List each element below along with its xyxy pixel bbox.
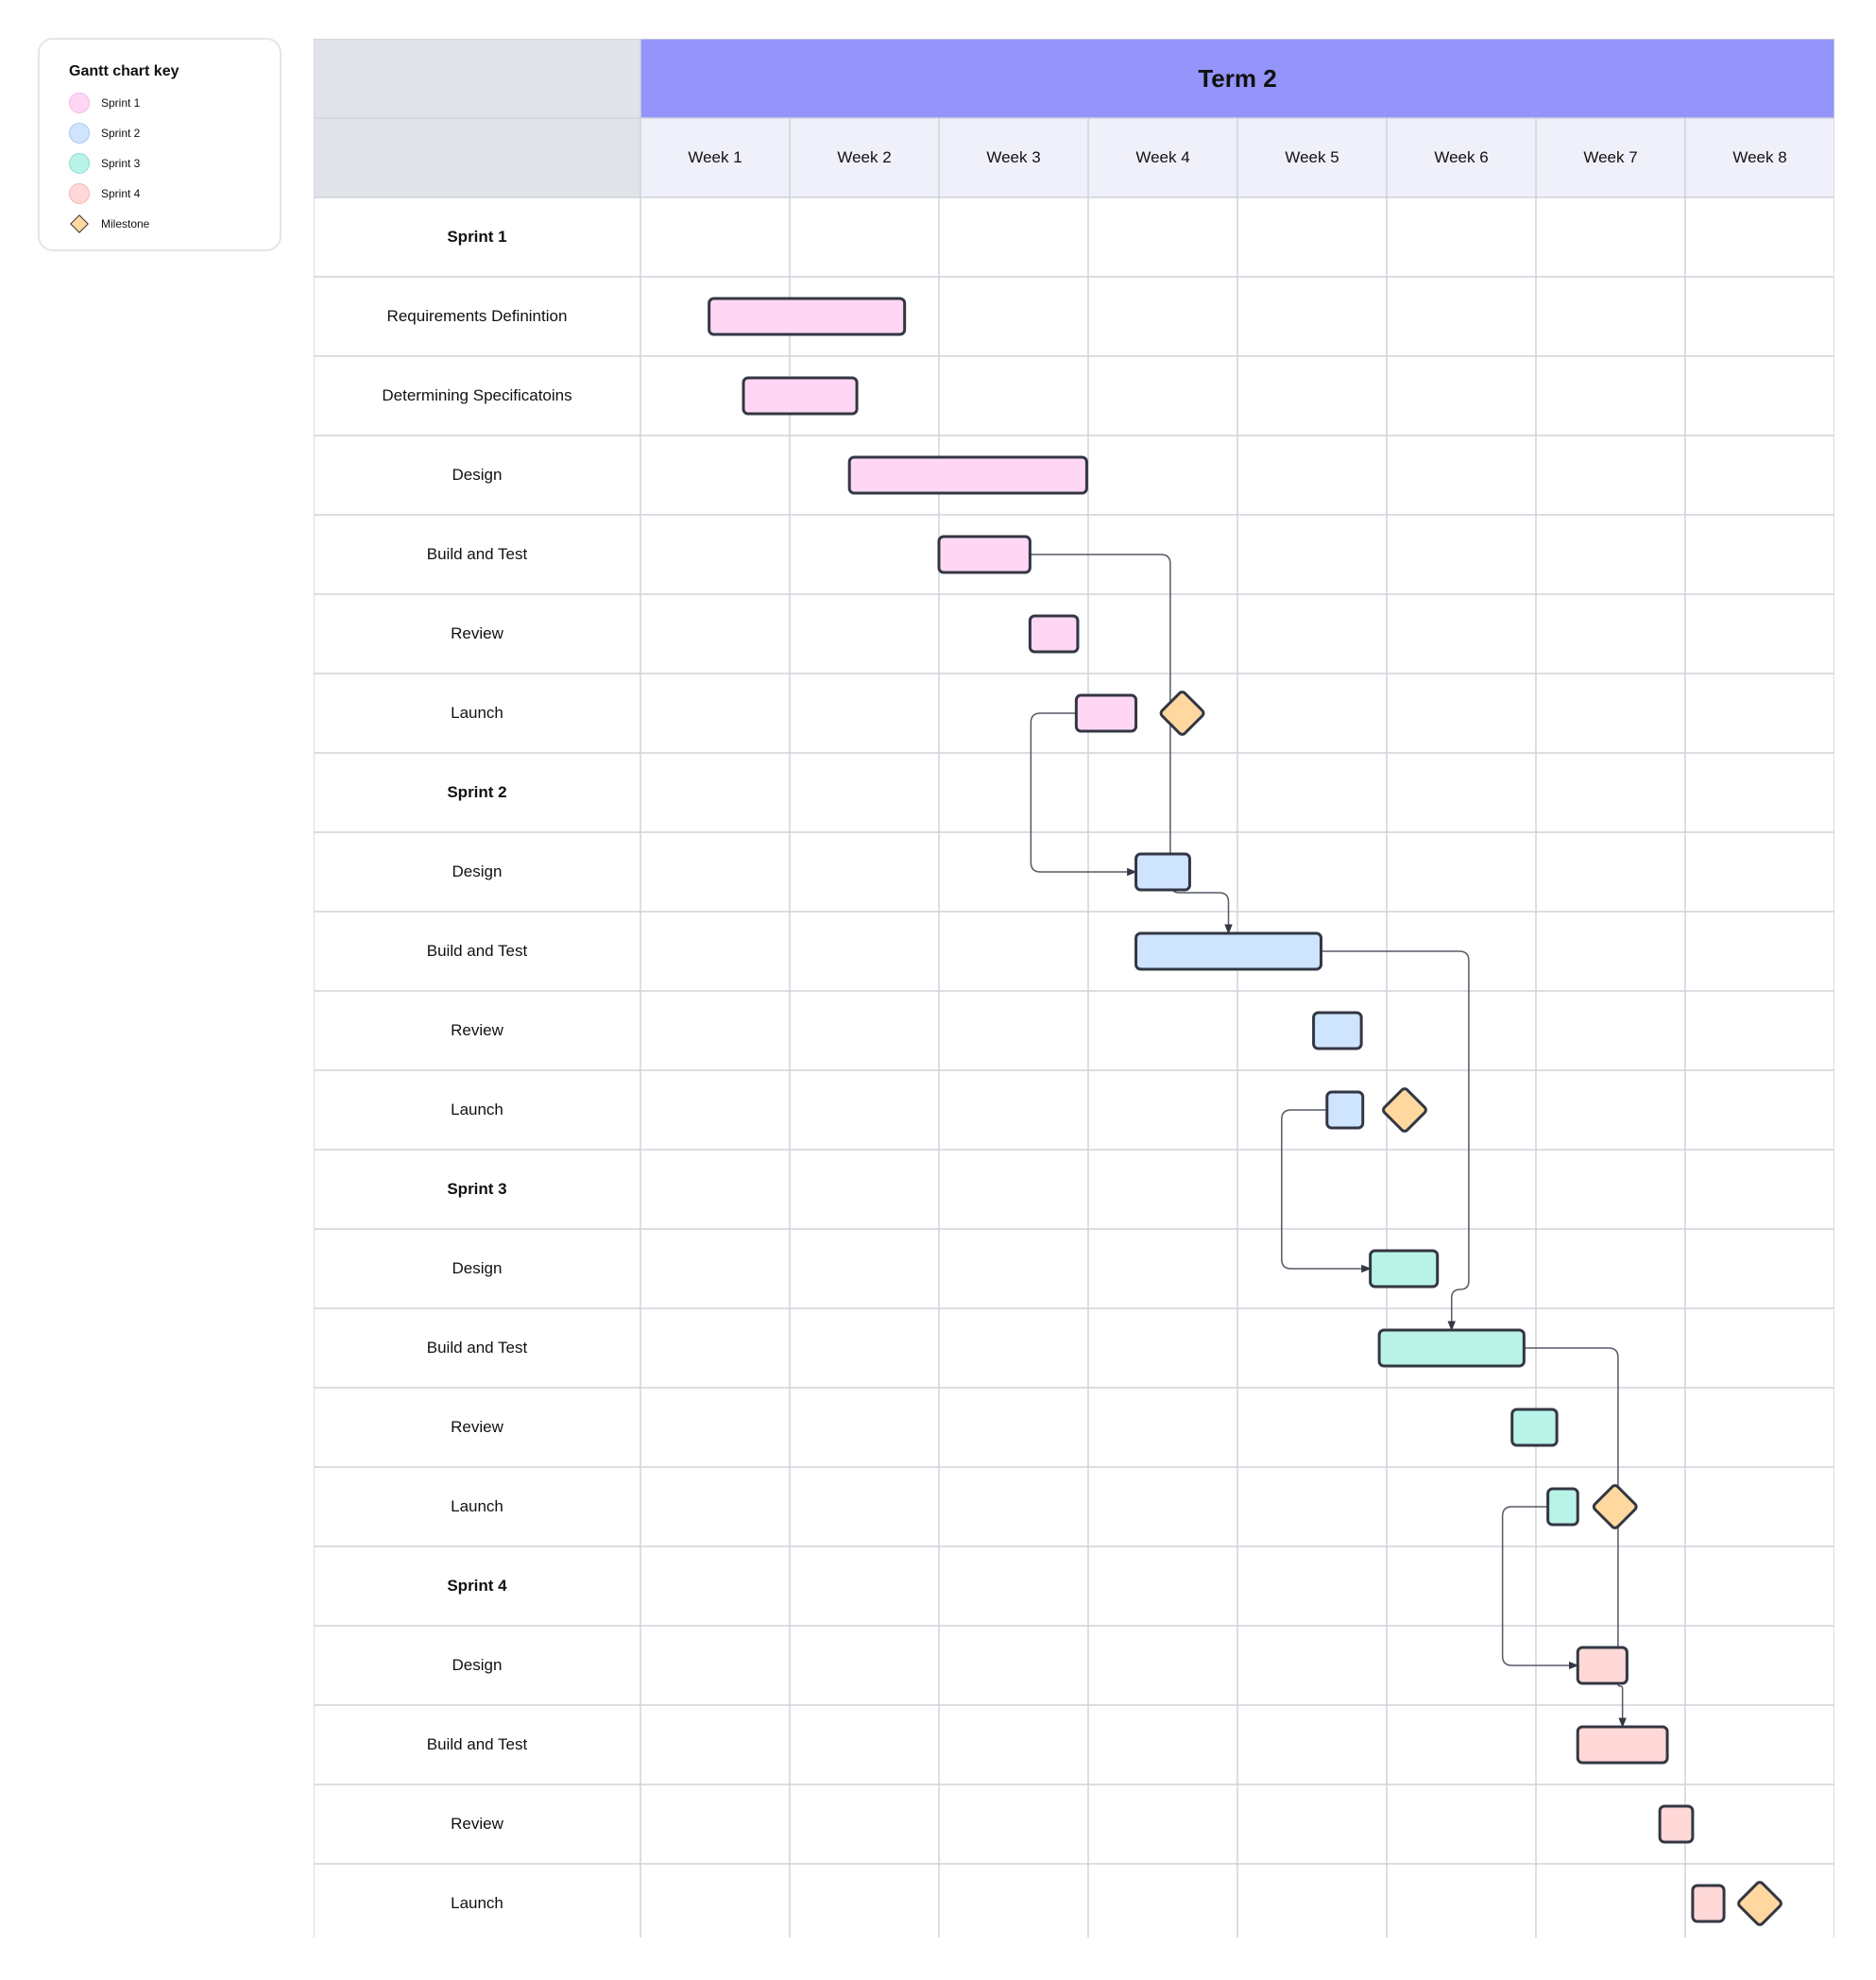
task-bar[interactable] [742,376,859,416]
task-label: Build and Test [314,912,640,991]
week-header: Week 7 [1536,118,1685,197]
milestone-diamond[interactable] [1159,691,1205,736]
task-bar[interactable] [1325,1090,1365,1130]
task-label: Review [314,594,640,674]
key-title: Gantt chart key [69,63,179,79]
task-bar[interactable] [1691,1884,1726,1923]
week-header: Week 3 [939,118,1088,197]
header-corner [314,39,640,118]
task-label: Launch [314,1864,640,1943]
dependency-arrow [1281,1109,1372,1273]
task-label: Build and Test [314,1705,640,1784]
key-label: Sprint 4 [101,187,141,200]
task-label: Launch [314,1070,640,1150]
task-label: Build and Test [314,1308,640,1388]
task-bar[interactable] [937,535,1032,574]
task-label: Determining Specificatoins [314,356,640,435]
task-label: Launch [314,1467,640,1546]
task-label: Build and Test [314,515,640,594]
task-bar[interactable] [1576,1725,1669,1765]
gantt-key: Gantt chart key Sprint 1 Sprint 2 Sprint… [38,38,281,251]
milestone-diamond[interactable] [1592,1484,1638,1529]
week-header: Week 6 [1387,118,1536,197]
task-label: Design [314,435,640,515]
task-bar[interactable] [1377,1328,1526,1368]
week-header: Week 5 [1237,118,1387,197]
task-label: Review [314,1388,640,1467]
week-header-corner [314,118,640,197]
milestone-diamond-icon [70,214,89,233]
key-label: Milestone [101,217,150,230]
milestone-diamond[interactable] [1382,1087,1427,1133]
key-item-sprint-4: Sprint 4 [69,181,140,206]
task-bar[interactable] [1658,1804,1695,1844]
dependency-arrow [1321,950,1470,1332]
sprint-heading: Sprint 2 [314,753,640,832]
sprint-3-swatch-icon [69,153,90,174]
dependency-arrow [1501,1506,1579,1670]
task-bar[interactable] [1074,693,1138,733]
task-label: Design [314,1626,640,1705]
dependency-arrow [1030,712,1137,877]
gantt-grid-and-bars [314,39,1834,1937]
key-item-sprint-1: Sprint 1 [69,91,140,115]
week-header: Week 1 [640,118,790,197]
task-label: Review [314,1784,640,1864]
task-bar[interactable] [1546,1487,1579,1527]
key-label: Sprint 1 [101,96,141,110]
task-bar[interactable] [708,297,907,336]
task-bar[interactable] [1134,852,1191,892]
key-item-milestone: Milestone [69,212,149,236]
task-bar[interactable] [1028,614,1080,654]
task-label: Design [314,1229,640,1308]
task-label: Review [314,991,640,1070]
key-item-sprint-3: Sprint 3 [69,151,140,176]
dependency-arrow [1524,1347,1627,1729]
task-bar[interactable] [1312,1011,1363,1050]
milestone-diamond[interactable] [1737,1881,1782,1926]
task-bar[interactable] [1369,1249,1440,1289]
term-header: Term 2 [640,39,1834,118]
week-header: Week 2 [790,118,939,197]
task-label: Requirements Definintion [314,277,640,356]
key-label: Sprint 2 [101,127,141,140]
sprint-heading: Sprint 1 [314,197,640,277]
task-label: Design [314,832,640,912]
task-bar[interactable] [847,455,1088,495]
key-label: Sprint 3 [101,157,141,170]
sprint-2-swatch-icon [69,123,90,144]
week-header: Week 8 [1685,118,1834,197]
sprint-heading: Sprint 4 [314,1546,640,1626]
sprint-heading: Sprint 3 [314,1150,640,1229]
task-label: Launch [314,674,640,753]
dependency-arrow [1030,554,1233,935]
sprint-4-swatch-icon [69,183,90,204]
sprint-1-swatch-icon [69,93,90,113]
week-header: Week 4 [1088,118,1237,197]
key-item-sprint-2: Sprint 2 [69,121,140,145]
task-bar[interactable] [1576,1646,1629,1685]
task-bar[interactable] [1510,1408,1559,1447]
task-bar[interactable] [1134,931,1322,971]
